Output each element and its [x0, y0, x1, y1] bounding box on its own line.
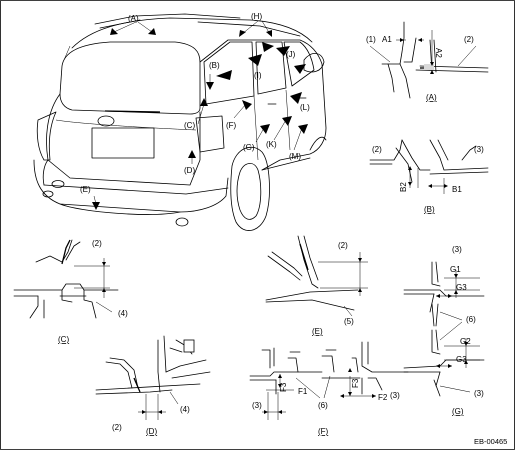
svg-text:(E): (E) — [312, 327, 323, 336]
callout-J: (J) — [276, 46, 306, 74]
detail-F: (3) (6) (3) F1 F3 F3 F2 (F) — [249, 341, 409, 436]
svg-text:(D): (D) — [146, 427, 157, 436]
svg-text:(B): (B) — [209, 61, 220, 70]
svg-text:(F): (F) — [318, 427, 329, 436]
svg-text:(2): (2) — [464, 35, 474, 44]
license-plate — [91, 127, 155, 159]
callout-L: (L) — [290, 92, 310, 112]
svg-text:(H): (H) — [251, 12, 262, 21]
svg-text:A1: A1 — [382, 35, 392, 44]
svg-text:B2: B2 — [399, 182, 408, 192]
svg-text:(6): (6) — [318, 401, 328, 410]
svg-text:(G): (G) — [243, 143, 255, 152]
callout-A: (A) — [110, 14, 156, 35]
svg-text:(D): (D) — [184, 166, 195, 175]
svg-text:(3): (3) — [390, 391, 400, 400]
callout-D: (D) — [184, 150, 196, 175]
callout-B: (B) — [206, 61, 232, 90]
callout-E: (E) — [80, 185, 100, 210]
svg-text:(1): (1) — [366, 35, 376, 44]
emblem-icon — [97, 115, 115, 127]
svg-text:(F): (F) — [226, 121, 237, 130]
svg-text:G1: G1 — [450, 265, 461, 274]
detail-G: (3) (6) (3) G1 G3 G2 G3 (G) — [403, 245, 485, 416]
svg-text:F2: F2 — [378, 393, 388, 402]
exhaust-pipe — [175, 217, 189, 227]
svg-text:(3): (3) — [252, 401, 262, 410]
svg-text:(3): (3) — [452, 245, 462, 254]
svg-text:F1: F1 — [298, 387, 308, 396]
callout-M: (M) — [289, 124, 308, 161]
svg-text:(I): (I) — [254, 71, 262, 80]
svg-text:(2): (2) — [112, 423, 122, 432]
svg-text:(2): (2) — [372, 145, 382, 154]
svg-text:(6): (6) — [466, 315, 476, 324]
svg-text:B1: B1 — [452, 185, 462, 194]
svg-text:F3: F3 — [351, 378, 360, 388]
callout-K: (K) — [266, 116, 292, 149]
svg-text:A2: A2 — [434, 48, 443, 58]
svg-text:G3: G3 — [456, 283, 467, 292]
svg-text:(2): (2) — [92, 239, 102, 248]
svg-text:(3): (3) — [474, 145, 484, 154]
car-callouts: (A) (H) (B) (I) (J) (C) — [80, 12, 310, 210]
svg-text:(2): (2) — [338, 241, 348, 250]
svg-text:(E): (E) — [80, 185, 91, 194]
svg-text:(5): (5) — [344, 317, 354, 326]
figure-code: EB-00465 — [474, 437, 507, 446]
callout-C: (C) — [184, 98, 208, 130]
svg-text:(A): (A) — [426, 93, 437, 102]
svg-text:(3): (3) — [474, 389, 484, 398]
svg-text:G3: G3 — [456, 355, 467, 364]
car-illustration — [33, 13, 327, 231]
detail-E: (2) (5) (E) — [265, 235, 368, 336]
callout-I: (I) — [248, 42, 274, 80]
svg-text:(C): (C) — [58, 335, 69, 344]
svg-text:(L): (L) — [300, 103, 310, 112]
detail-B: (2) (3) B1 B2 (B) — [369, 139, 489, 214]
svg-text:(K): (K) — [266, 140, 277, 149]
svg-text:(4): (4) — [118, 309, 128, 318]
svg-text:G2: G2 — [460, 337, 471, 346]
detail-A: (1) (2) A1 A2 (A) — [366, 21, 489, 102]
svg-text:F3: F3 — [279, 382, 288, 392]
callout-H: (H) — [239, 12, 272, 37]
detail-C: (2) (4) (C) — [13, 239, 128, 344]
svg-text:(B): (B) — [424, 205, 435, 214]
svg-text:(4): (4) — [180, 405, 190, 414]
svg-text:(M): (M) — [289, 152, 301, 161]
callout-G: (G) — [243, 124, 270, 152]
svg-text:(C): (C) — [184, 121, 195, 130]
callout-F: (F) — [226, 100, 252, 130]
detail-D: (2) (4) (D) — [95, 335, 211, 436]
svg-text:(A): (A) — [128, 14, 139, 23]
svg-text:(G): (G) — [452, 407, 464, 416]
svg-text:(J): (J) — [286, 50, 296, 59]
